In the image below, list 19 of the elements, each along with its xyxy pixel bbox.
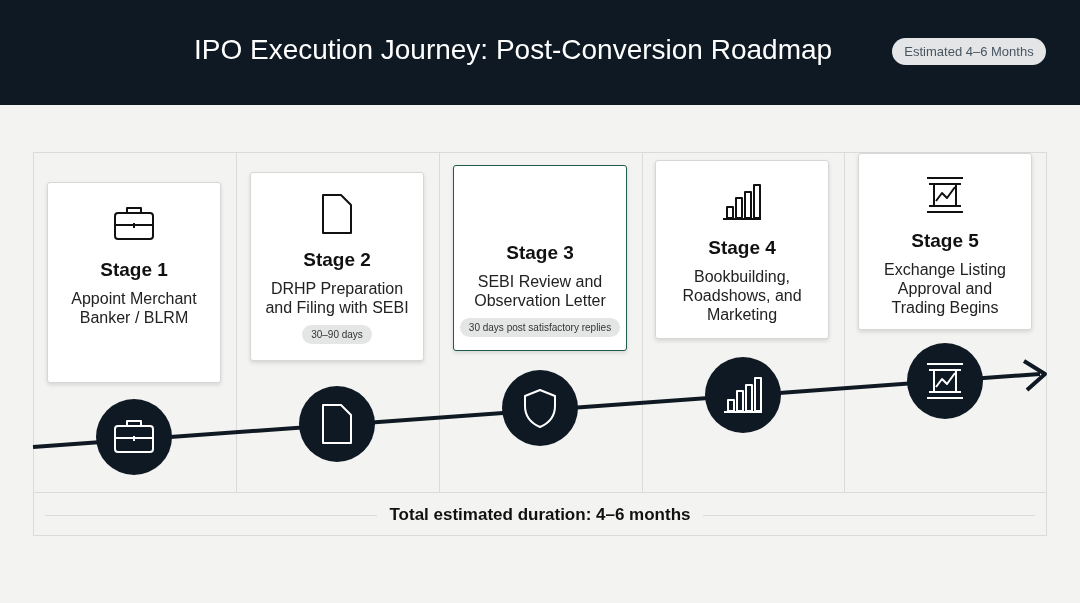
stage-description: SEBI Review and Observation Letter (473, 272, 607, 310)
stage-description: Appoint Merchant Banker / BLRM (70, 289, 198, 327)
stage-card (453, 165, 627, 351)
stage-heading: Stage 2 (303, 249, 371, 271)
duration-badge: 30 days post satisfactory replies (459, 318, 621, 337)
stage-card (250, 172, 424, 361)
stage-description: Bookbuilding, Roadshows, and Marketing (681, 267, 803, 324)
stage-heading: Stage 4 (708, 237, 776, 259)
stage-card (47, 182, 221, 383)
stage-heading: Stage 1 (100, 259, 168, 281)
stage-heading: Stage 3 (506, 242, 574, 264)
stage-description: Exchange Listing Approval and Trading Begins (883, 260, 1007, 317)
duration-badge: 30–90 days (302, 325, 372, 344)
duration-pill: Estimated 4–6 Months (892, 38, 1046, 65)
stage-heading: Stage 5 (911, 230, 979, 252)
stage-description: DRHP Preparation and Filing with SEBI (264, 279, 410, 317)
title: IPO Execution Journey: Post-Conversion Roadmap (194, 34, 833, 66)
stage-card (858, 153, 1032, 330)
stage-card (655, 160, 829, 339)
